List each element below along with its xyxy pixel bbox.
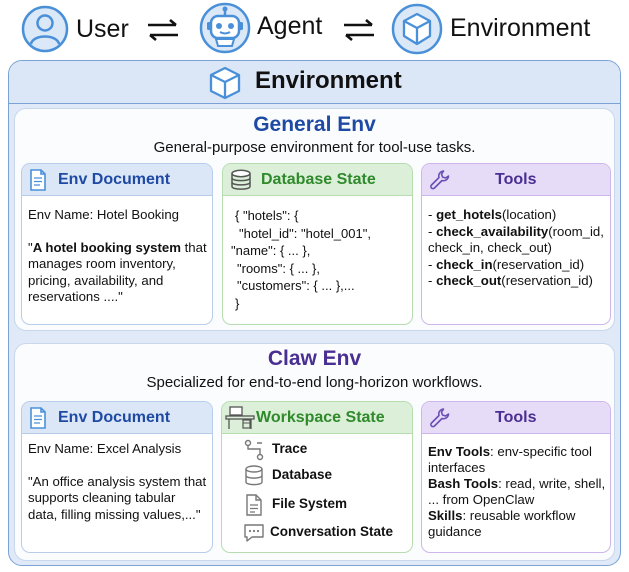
- database-icon: [229, 169, 253, 196]
- tools-list: Env Tools: env-specific tool interfaces …: [428, 444, 606, 540]
- workspace-item-trace: Trace: [222, 438, 412, 462]
- claw-env-subtitle: Specialized for end-to-end long-horizon …: [146, 374, 483, 391]
- tools-title: Tools: [495, 171, 537, 188]
- document-icon: [29, 407, 47, 434]
- claw-env-title: Claw Env: [267, 347, 362, 370]
- workspace-item-conversation-state: Conversation State: [222, 521, 412, 545]
- tools-title: Tools: [495, 409, 537, 426]
- env-document-card: Env Document Env Name: Excel Analysis "A…: [21, 401, 213, 553]
- claw-env-panel: Claw Env Specialized for end-to-end long…: [14, 343, 615, 561]
- environment-label: Environment: [450, 14, 591, 42]
- general-env-subtitle: General-purpose environment for tool-use…: [153, 139, 476, 156]
- document-icon: [29, 169, 47, 196]
- env-document-card: Env Document Env Name: Hotel Booking "A …: [21, 163, 213, 325]
- agent-label: Agent: [257, 12, 323, 40]
- cube-icon: [207, 65, 243, 106]
- workspace-icon: [225, 406, 255, 435]
- env-document-title: Env Document: [58, 409, 171, 426]
- user-icon: [20, 4, 70, 59]
- robot-icon: [199, 2, 251, 59]
- environment-title: Environment: [255, 67, 402, 94]
- env-name-line: Env Name: Hotel Booking: [28, 207, 179, 222]
- env-name-line: Env Name: Excel Analysis: [28, 441, 182, 456]
- database-state-title: Database State: [261, 171, 376, 188]
- general-env-panel: General Env General-purpose environment …: [14, 108, 615, 331]
- wrench-icon: [428, 406, 452, 435]
- file-icon: [246, 494, 262, 516]
- workspace-state-title: Workspace State: [256, 409, 385, 426]
- tool-item: Env Tools: env-specific tool interfaces: [428, 444, 592, 475]
- chat-icon: [244, 524, 264, 542]
- workspace-item-database: Database: [222, 464, 412, 488]
- general-env-title: General Env: [253, 113, 376, 136]
- tools-list: - get_hotels(location) - check_availabil…: [428, 207, 606, 290]
- tools-card: Tools Env Tools: env-specific tool inter…: [421, 401, 611, 553]
- tool-item: Bash Tools: read, write, shell, ... from…: [428, 476, 606, 507]
- env-description: "A hotel booking system that manages roo…: [28, 239, 207, 305]
- environment-container: Environment General Env General-purpose …: [8, 60, 621, 566]
- tool-item: - check_out(reservation_id): [428, 273, 593, 288]
- workspace-state-card: Workspace State Trace Database: [221, 401, 413, 553]
- swap-arrows-icon: [145, 17, 181, 48]
- workspace-item-file-system: File System: [222, 493, 412, 517]
- database-icon: [245, 465, 263, 486]
- cube-icon: [391, 3, 443, 60]
- swap-arrows-icon: [341, 17, 377, 48]
- tool-item: Skills: reusable workflow guidance: [428, 508, 576, 539]
- env-document-title: Env Document: [58, 171, 171, 188]
- tool-item: - check_availability(room_id, check_in, …: [428, 223, 604, 256]
- tool-item: - get_hotels(location): [428, 207, 557, 222]
- wrench-icon: [428, 168, 452, 197]
- database-json: { "hotels": { "hotel_id": "hotel_001", "…: [231, 208, 371, 311]
- tool-item: - check_in(reservation_id): [428, 256, 585, 272]
- env-description: "An office analysis system that supports…: [28, 473, 207, 522]
- database-state-card: Database State { "hotels": { "hotel_id":…: [222, 163, 413, 325]
- user-label: User: [76, 15, 129, 43]
- environment-header: Environment: [9, 61, 620, 104]
- tools-card: Tools - get_hotels(location) - check_ava…: [421, 163, 611, 325]
- trace-icon: [244, 439, 264, 461]
